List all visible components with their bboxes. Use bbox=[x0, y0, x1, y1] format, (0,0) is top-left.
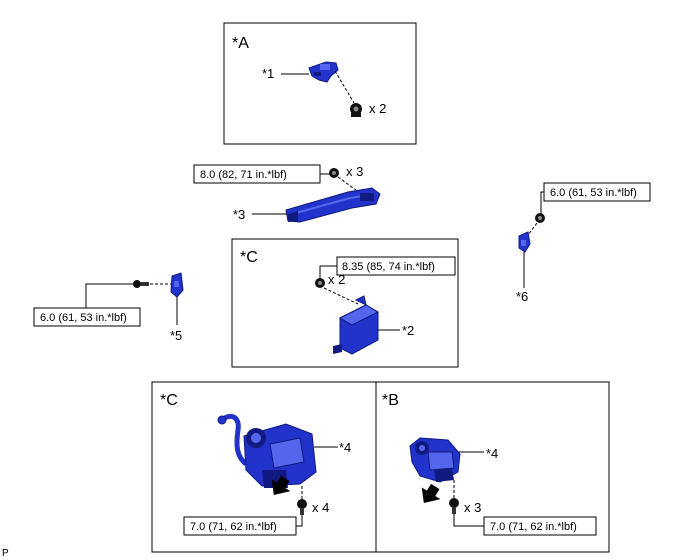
part-1-screw-path bbox=[334, 70, 355, 104]
part-1-screw-qty: x 2 bbox=[369, 101, 386, 116]
part-4-actuator-with-pipe bbox=[217, 413, 317, 488]
part-6-torque: 6.0 (61, 53 in.*lbf) bbox=[550, 187, 637, 199]
view-b-label: *B bbox=[382, 392, 399, 409]
part-6-bolt-path bbox=[527, 222, 538, 236]
part-6-bolt-icon bbox=[535, 213, 545, 223]
part-2-torque: 8.35 (85, 74 in.*lbf) bbox=[342, 261, 435, 273]
part-4-left-torque: 7.0 (71, 62 in.*lbf) bbox=[190, 521, 277, 533]
view-c-top-label: *C bbox=[240, 249, 258, 266]
part-4-right-torque-leader bbox=[453, 514, 484, 527]
part-6-torque-leader bbox=[540, 191, 544, 214]
corner-mark: P bbox=[2, 548, 9, 559]
part-4-left-bolt-icon bbox=[297, 499, 307, 515]
part-4-right-callout: *4 bbox=[486, 446, 498, 461]
part-4-right-torque: 7.0 (71, 62 in.*lbf) bbox=[490, 521, 577, 533]
part-3-callout: *3 bbox=[233, 207, 245, 222]
part-5-torque-box bbox=[33, 307, 141, 327]
part-4-right-torque-box bbox=[483, 516, 597, 536]
part-3-rail-bracket bbox=[285, 187, 381, 223]
bolt-icon bbox=[329, 168, 339, 178]
part-3-bolt-path bbox=[337, 176, 357, 191]
view-a-label: *A bbox=[232, 35, 249, 52]
part-2-torque-leader bbox=[319, 265, 337, 278]
view-a-frame bbox=[223, 22, 417, 145]
part-2-bolt-path bbox=[323, 287, 359, 305]
part-2-callout: *2 bbox=[402, 323, 414, 338]
part-3-bolt-qty: x 3 bbox=[346, 164, 363, 179]
part-1-callout: *1 bbox=[262, 66, 274, 81]
part-5-clip bbox=[170, 272, 184, 298]
part-4-left-callout: *4 bbox=[339, 440, 351, 455]
part-6-clip bbox=[518, 231, 531, 253]
part-4-left-torque-leader bbox=[296, 515, 303, 527]
part-2-bolt-icon bbox=[315, 278, 325, 288]
part-4-left-torque-box bbox=[183, 516, 297, 536]
part-4-right-arrow-icon bbox=[421, 483, 441, 503]
part-4-right-bolt-icon bbox=[449, 498, 459, 514]
part-5-bolt-icon bbox=[133, 280, 149, 288]
part-3-torque: 8.0 (82, 71 in.*lbf) bbox=[200, 169, 287, 181]
part-2-bolt-qty: x 2 bbox=[328, 272, 345, 287]
part-4-left-arrow-icon bbox=[271, 475, 291, 495]
view-c-top-frame bbox=[231, 238, 459, 368]
part-5-torque-leader bbox=[85, 283, 134, 308]
part-4-left-bolt-qty: x 4 bbox=[312, 500, 329, 515]
part-6-callout: *6 bbox=[516, 289, 528, 304]
part-4-actuator bbox=[409, 437, 461, 483]
part-5-callout: *5 bbox=[170, 328, 182, 343]
part-5-torque: 6.0 (61, 53 in.*lbf) bbox=[40, 312, 127, 324]
screw-icon bbox=[350, 103, 362, 117]
view-b-frame bbox=[375, 381, 610, 553]
part-1-bracket bbox=[308, 61, 339, 83]
part-2-module bbox=[333, 295, 380, 355]
view-c-bottom-label: *C bbox=[160, 392, 178, 409]
part-4-right-bolt-qty: x 3 bbox=[464, 500, 481, 515]
